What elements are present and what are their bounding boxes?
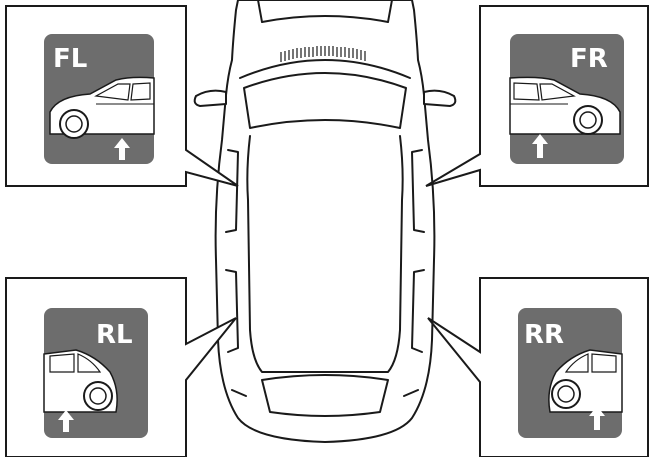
label-front-right: FR bbox=[570, 44, 608, 74]
car-top-view bbox=[195, 0, 456, 442]
label-rear-right: RR bbox=[524, 320, 564, 350]
callout-rear-right: RR bbox=[428, 278, 648, 457]
callout-rear-left: RL bbox=[6, 278, 236, 457]
callout-front-right: FR bbox=[426, 6, 648, 186]
label-front-left: FL bbox=[53, 44, 87, 74]
label-rear-left: RL bbox=[96, 320, 133, 350]
